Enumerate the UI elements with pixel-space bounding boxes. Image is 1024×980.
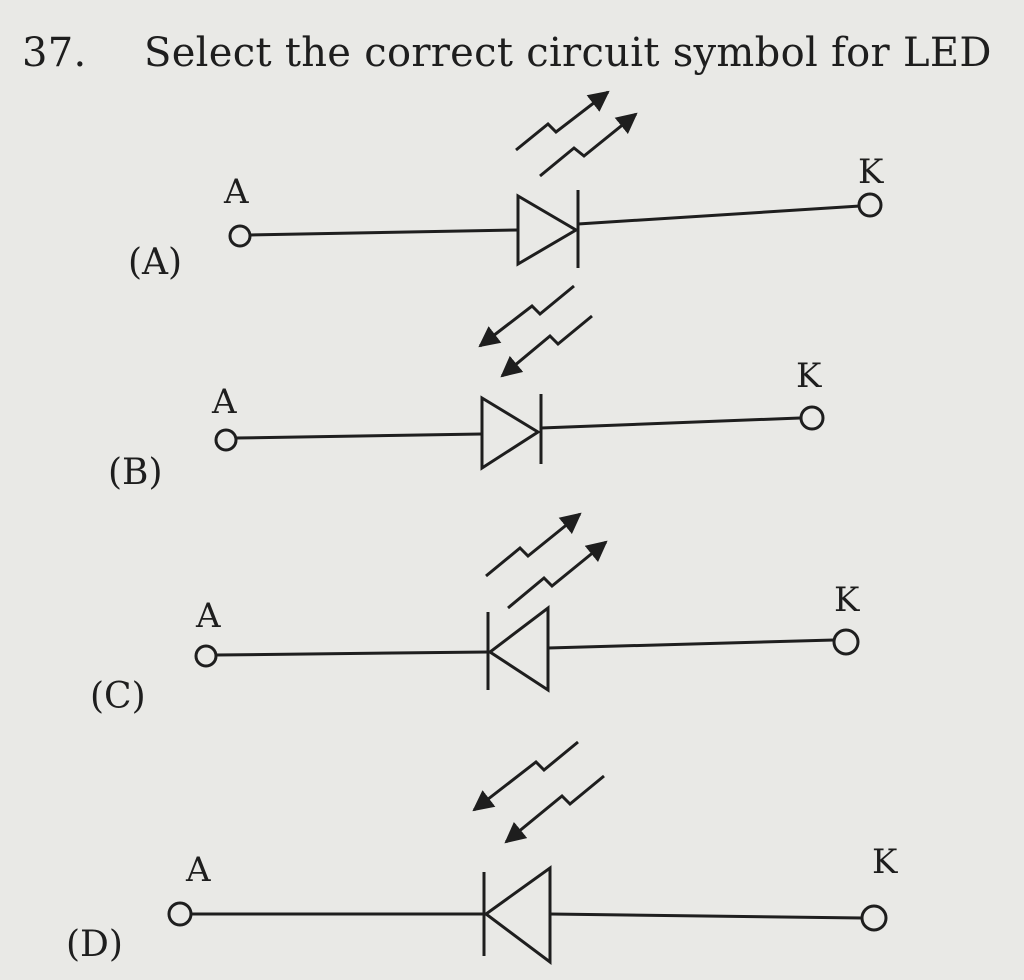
option-c-anode-label: A (196, 596, 221, 636)
option-d-lead-right (549, 912, 863, 920)
option-a-cathode-label: K (858, 152, 884, 192)
option-c-diode-triangle (487, 604, 550, 693)
option-d-cathode-label: K (872, 842, 898, 882)
option-d-circuit[interactable] (167, 740, 888, 965)
option-a-lead-left (249, 228, 519, 237)
option-d-diode-triangle (483, 865, 552, 965)
question-number: 37. (22, 30, 87, 76)
option-c-lead-right (547, 638, 835, 650)
option-b-cathode-label: K (796, 356, 822, 396)
option-a-cathode-terminal (857, 192, 883, 218)
question-text: Select the correct circuit symbol for LE… (144, 30, 992, 76)
option-d-light-arrow-1 (472, 740, 579, 812)
option-d-anode-label: A (186, 850, 211, 890)
option-c-cathode-terminal (832, 628, 860, 656)
option-a-circuit[interactable] (228, 90, 883, 268)
option-a-light-arrow-2 (539, 112, 638, 178)
option-b-lead-right (540, 416, 801, 430)
option-d-label[interactable]: (D) (66, 924, 123, 965)
option-b-anode-label: A (212, 382, 237, 422)
option-b-label[interactable]: (B) (108, 452, 163, 493)
option-b-lead-left (235, 432, 483, 440)
option-c-label[interactable]: (C) (90, 676, 146, 717)
question-stem: 37. Select the correct circuit symbol for… (22, 30, 992, 76)
option-a-label[interactable]: (A) (128, 242, 183, 283)
option-c-light-arrow-2 (507, 540, 608, 610)
option-d-cathode-terminal (860, 904, 888, 932)
option-a-diode-triangle (516, 193, 579, 267)
option-c-circuit[interactable] (194, 512, 860, 693)
option-b-diode-triangle (480, 395, 541, 471)
option-b-anode-terminal (214, 428, 238, 452)
option-a-anode-terminal (228, 224, 252, 248)
option-c-cathode-label: K (834, 580, 860, 620)
option-b-circuit[interactable] (214, 284, 825, 471)
option-a-light-arrow-1 (515, 90, 610, 152)
option-a-anode-label: A (224, 172, 249, 212)
option-b-light-arrow-2 (500, 314, 593, 378)
option-c-lead-left (215, 650, 489, 657)
option-d-light-arrow-2 (504, 774, 605, 844)
option-b-light-arrow-1 (478, 284, 575, 348)
option-b-cathode-terminal (799, 405, 825, 431)
option-c-anode-terminal (194, 644, 218, 668)
option-d-anode-terminal (167, 901, 193, 927)
option-c-light-arrow-1 (485, 512, 582, 578)
option-a-lead-right (577, 204, 861, 226)
